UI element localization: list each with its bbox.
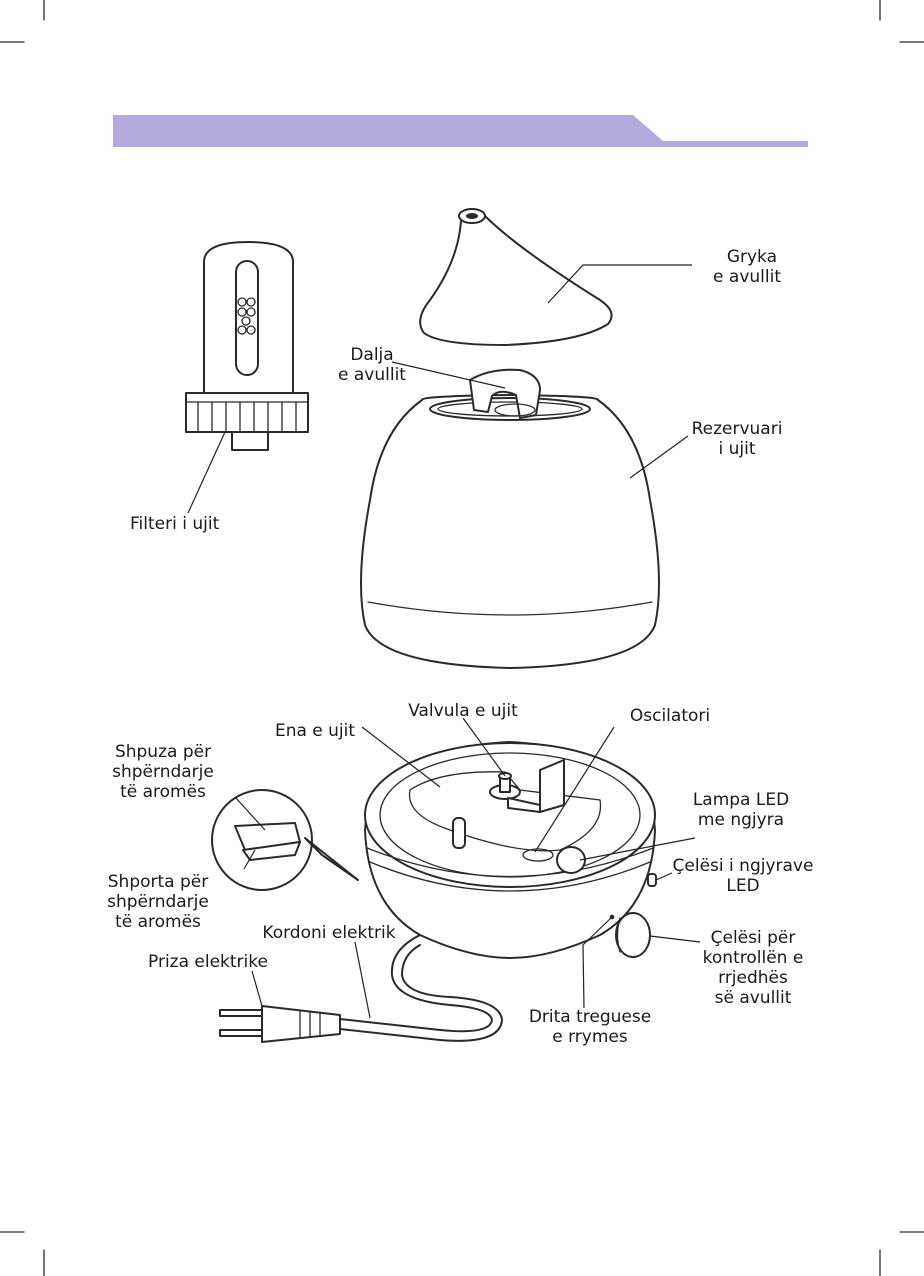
label-filter: Filteri i ujit [130,514,220,534]
header-bar-fill [113,115,808,147]
label-nozzle-line2: e avullit [713,267,781,287]
label-aroma-sponge-line1: Shpuza për [115,742,211,762]
label-mist-knob: Çelësi për kontrollën e rrjedhës së avul… [703,928,804,1008]
label-mist-knob-line1: Çelësi për [711,928,796,948]
water-tank-illustration [360,368,660,669]
label-led-switch-line1: Çelësi i ngjyrave [673,856,814,876]
label-aroma-basket-line2: shpërndarje [107,892,209,912]
label-mist-knob-line2: kontrollën e [703,948,804,968]
label-water-basin: Ena e ujit [275,721,355,741]
label-aroma-sponge-line3: të aromës [120,782,206,802]
label-tank-line2: i ujit [718,439,755,459]
label-aroma-basket-line3: të aromës [115,912,201,932]
label-nozzle: Gryka e avullit [713,247,781,287]
label-indicator-line1: Drita treguese [529,1007,651,1027]
label-mist-knob-line4: së avullit [715,988,792,1008]
label-water-valve: Valvula e ujit [408,701,518,721]
label-led-lamp: Lampa LED me ngjyra [693,790,789,830]
label-mist-outlet: Dalja e avullit [338,345,406,385]
label-nozzle-line1: Gryka [727,247,777,267]
label-led-lamp-line2: me ngjyra [698,810,784,830]
label-aroma-basket: Shporta për shpërndarje të aromës [107,872,209,932]
label-indicator-line2: e rrymes [552,1027,628,1047]
label-mist-knob-line3: rrjedhës [718,968,788,988]
label-led-switch: Çelësi i ngjyrave LED [673,856,814,896]
label-mist-outlet-line1: Dalja [350,345,393,365]
header-bar [113,115,808,147]
leader-lines [187,264,701,1019]
base-unit-illustration [219,741,657,1043]
label-oscillator: Oscilatori [630,706,710,726]
aroma-inset-illustration [211,789,359,891]
label-aroma-sponge: Shpuza për shpërndarje të aromës [112,742,214,802]
label-tank: Rezervuari i ujit [692,419,783,459]
label-power-cord: Kordoni elektrik [262,923,395,943]
mist-nozzle-illustration [419,208,613,346]
label-tank-line1: Rezervuari [692,419,783,439]
label-aroma-sponge-line2: shpërndarje [112,762,214,782]
label-indicator: Drita treguese e rrymes [529,1007,651,1047]
label-plug: Priza elektrike [148,952,268,972]
label-led-switch-line2: LED [726,876,759,896]
label-aroma-basket-line1: Shporta për [108,872,208,892]
label-led-lamp-line1: Lampa LED [693,790,789,810]
label-mist-outlet-line2: e avullit [338,365,406,385]
water-filter-illustration [185,241,309,451]
